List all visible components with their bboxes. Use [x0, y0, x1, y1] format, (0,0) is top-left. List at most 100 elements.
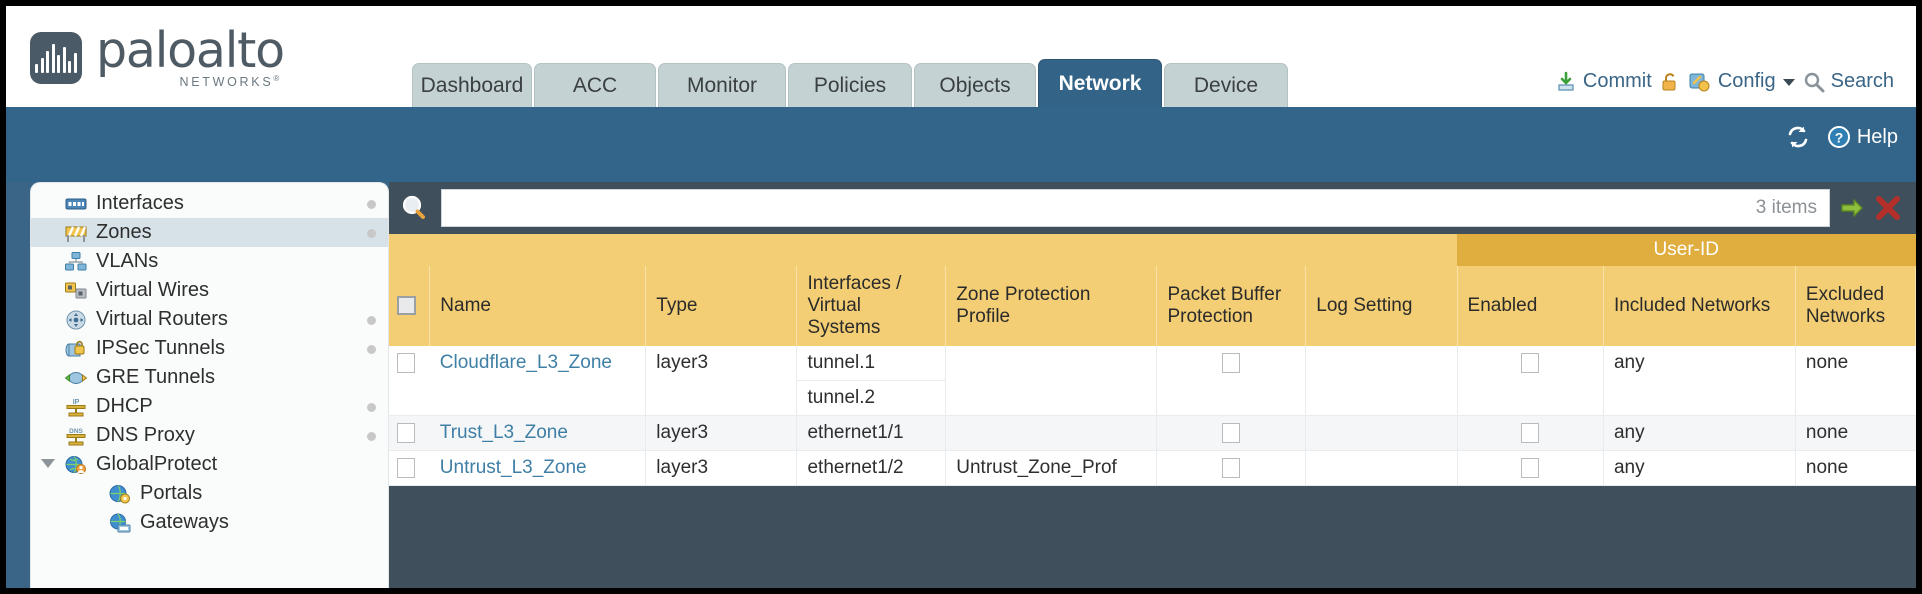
row-checkbox[interactable] [397, 457, 415, 478]
sub-header-band: ? Help [6, 107, 1916, 182]
tab-device[interactable]: Device [1164, 63, 1288, 107]
commit-button[interactable]: Commit [1555, 70, 1652, 93]
sidebar-item-virtual-routers[interactable]: Virtual Routers [31, 305, 388, 334]
column-header-included-networks[interactable]: Included Networks [1603, 266, 1796, 346]
tab-dashboard[interactable]: Dashboard [412, 63, 532, 107]
row-checkbox[interactable] [397, 422, 415, 443]
column-header-log-setting[interactable]: Log Setting [1305, 266, 1458, 346]
svg-text:DNS: DNS [69, 428, 83, 435]
chevron-down-icon [1782, 77, 1796, 87]
interface-value: ethernet1/1 [807, 422, 904, 443]
cell-packet-buffer-protection [1156, 346, 1307, 416]
search-magnifier-icon[interactable] [395, 193, 433, 223]
sidebar-item-indicator-dot [367, 229, 376, 238]
sidebar-item-virtual-wires[interactable]: Virtual Wires [31, 276, 388, 305]
tab-objects[interactable]: Objects [914, 63, 1036, 107]
sidebar-item-gateways[interactable]: Gateways [31, 508, 388, 537]
column-header-name[interactable]: Name [429, 266, 647, 346]
row-checkbox[interactable] [1222, 457, 1241, 478]
sidebar-item-label: IPSec Tunnels [96, 337, 225, 359]
column-header-type[interactable]: Type [645, 266, 798, 346]
sidebar-item-vlans[interactable]: VLANs [31, 247, 388, 276]
band-actions: ? Help [1785, 125, 1898, 149]
tab-acc[interactable]: ACC [534, 63, 656, 107]
sidebar-item-label: Virtual Routers [96, 308, 228, 330]
row-checkbox[interactable] [1521, 422, 1540, 443]
row-checkbox[interactable] [1222, 352, 1241, 373]
clear-filter-x-icon[interactable] [1874, 194, 1902, 222]
cell-excluded-networks: none [1795, 415, 1916, 451]
dhcp-icon: IP [65, 397, 87, 417]
cell-log-setting [1305, 346, 1458, 416]
help-question-icon: ? [1827, 125, 1851, 149]
cell-zone-protection-profile: Untrust_Zone_Prof [945, 450, 1158, 486]
expand-collapse-triangle-icon[interactable] [41, 459, 55, 468]
interface-value: tunnel.2 [807, 387, 876, 408]
search-icon [1803, 71, 1825, 93]
filter-bar: 3 items [389, 182, 1916, 234]
row-checkbox[interactable] [397, 352, 415, 373]
sidebar-item-label: GRE Tunnels [96, 366, 215, 388]
column-header-interfaces-virtual-systems[interactable]: Interfaces / Virtual Systems [796, 266, 947, 346]
config-menu-button[interactable]: Config [1688, 70, 1796, 93]
apply-filter-arrow-icon[interactable] [1838, 194, 1866, 222]
tab-policies[interactable]: Policies [788, 63, 912, 107]
cell-packet-buffer-protection [1156, 415, 1307, 451]
sidebar-item-globalprotect[interactable]: GlobalProtect [31, 450, 388, 479]
row-checkbox[interactable] [1521, 457, 1540, 478]
sidebar-item-label: Interfaces [96, 192, 184, 214]
row-select-cell [389, 415, 430, 451]
config-wrench-icon [1688, 71, 1712, 93]
cell-zone-type: layer3 [645, 346, 798, 416]
help-label: Help [1856, 125, 1898, 148]
cell-zone-name: Cloudflare_L3_Zone [429, 346, 647, 416]
refresh-icon[interactable] [1785, 125, 1811, 149]
cell-zone-name: Trust_L3_Zone [429, 415, 647, 451]
interfaces-icon [65, 194, 87, 214]
help-button[interactable]: ? Help [1827, 125, 1898, 149]
column-header-excluded-networks[interactable]: Excluded Networks [1795, 266, 1916, 346]
virtual-routers-icon [65, 310, 87, 330]
row-checkbox[interactable] [1521, 352, 1540, 373]
sidebar-item-zones[interactable]: Zones [31, 218, 388, 247]
sidebar-item-indicator-dot [367, 200, 376, 209]
cell-zone-protection-profile [945, 415, 1158, 451]
column-header-zone-protection-profile[interactable]: Zone Protection Profile [945, 266, 1158, 346]
filter-input[interactable] [442, 190, 1756, 226]
ipsec-tunnels-icon [65, 339, 87, 359]
select-all-checkbox[interactable] [397, 296, 416, 316]
row-select-cell [389, 450, 430, 486]
interface-value: tunnel.1 [797, 346, 946, 381]
brand-subtitle: NETWORKS® [179, 74, 282, 90]
column-header-packet-buffer-protection[interactable]: Packet Buffer Protection [1156, 266, 1307, 346]
cell-zone-protection-profile [945, 346, 1158, 416]
zone-name-link[interactable]: Trust_L3_Zone [439, 422, 568, 443]
tab-monitor[interactable]: Monitor [658, 63, 786, 107]
unlock-icon[interactable] [1659, 71, 1681, 93]
search-button[interactable]: Search [1803, 70, 1894, 93]
sidebar-item-portals[interactable]: Portals [31, 479, 388, 508]
commit-save-icon [1555, 71, 1577, 93]
row-checkbox[interactable] [1222, 422, 1241, 443]
sidebar-item-indicator-dot [367, 345, 376, 354]
dns-proxy-icon: DNS [65, 426, 87, 446]
sidebar-item-interfaces[interactable]: Interfaces [31, 189, 388, 218]
cell-userid-enabled [1457, 450, 1604, 486]
column-header-enabled[interactable]: Enabled [1457, 266, 1604, 346]
zone-name-link[interactable]: Cloudflare_L3_Zone [439, 352, 612, 373]
cell-packet-buffer-protection [1156, 450, 1307, 486]
sidebar-item-gre-tunnels[interactable]: GRE Tunnels [31, 363, 388, 392]
zone-name-link[interactable]: Untrust_L3_Zone [439, 457, 587, 478]
tab-network[interactable]: Network [1038, 59, 1162, 107]
filter-input-wrapper[interactable]: 3 items [441, 189, 1830, 227]
cell-interfaces: tunnel.1 tunnel.2 [796, 346, 947, 416]
sidebar-item-ipsec-tunnels[interactable]: IPSec Tunnels [31, 334, 388, 363]
